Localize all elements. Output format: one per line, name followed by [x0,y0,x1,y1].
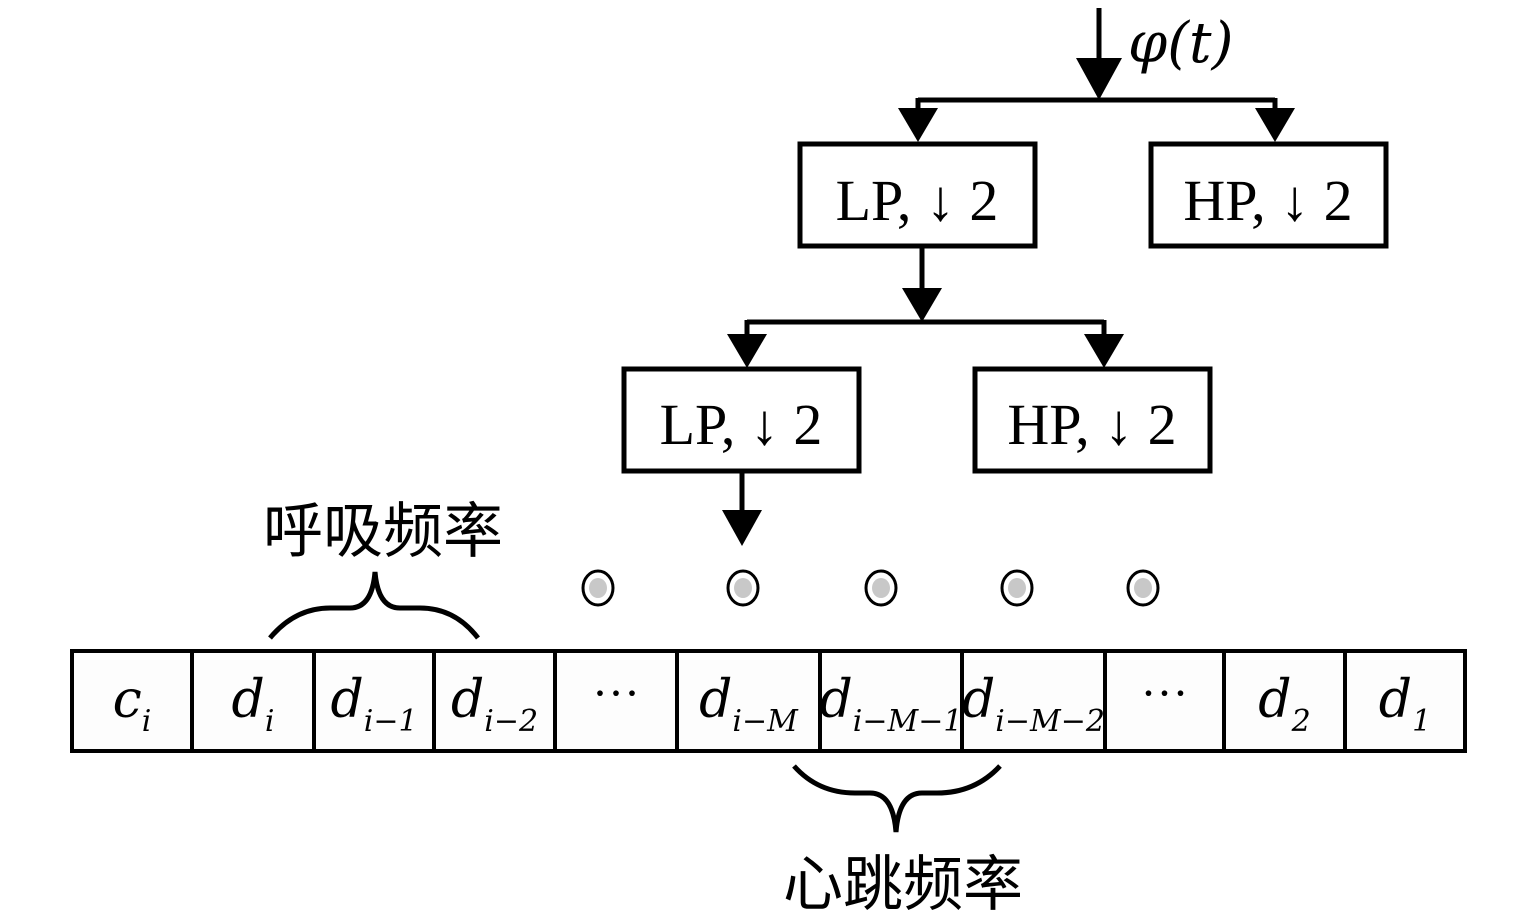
coefficient-label: di−M−1 [820,670,963,739]
coefficient-label: ··· [1141,667,1189,720]
continuation-dot [1000,569,1034,607]
coefficient-subscript: i−M [732,704,799,739]
svg-text:HP, ↓ 2: HP, ↓ 2 [1007,392,1176,457]
coefficient-subscript: i [265,704,275,739]
coefficient-label: d1 [1379,670,1431,739]
filter-name: LP [836,168,901,233]
coefficient-label: di−1 [330,670,417,739]
filter-name: HP [1183,168,1255,233]
coefficient-label: ci [113,670,152,739]
coefficient-base: d [330,670,363,730]
coefficient-cell: ··· [553,649,679,753]
filter-name: HP [1007,392,1079,457]
coefficient-base: d [699,670,732,730]
coefficient-cell: d1 [1343,649,1467,753]
coefficient-base: d [1258,670,1291,730]
coefficient-cell: ··· [1103,649,1226,753]
coefficient-subscript: i [142,704,152,739]
cell-border [1343,649,1467,753]
coefficient-cell: di−M−2 [960,649,1107,753]
coefficient-base: d [820,670,853,730]
continuation-dot [581,569,615,607]
coefficient-subscript: i−1 [364,704,418,739]
cell-border [1222,649,1347,753]
svg-text:LP, ↓ 2: LP, ↓ 2 [660,392,823,457]
coefficient-cell: ci [70,649,194,753]
coefficient-base: d [232,670,265,730]
coefficient-subscript: i−M−1 [853,704,963,739]
continuation-dot [1126,569,1160,607]
filter-name: LP [660,392,725,457]
coefficient-subscript: i−2 [484,704,538,739]
continuation-dot [864,569,898,607]
coefficient-label: di−M−2 [962,670,1105,739]
coefficient-base: d [962,670,995,730]
downsample-label: , ↓ 2 [1251,168,1353,233]
coefficient-base: c [113,670,142,730]
coefficient-label: ··· [592,667,640,720]
cell-border [960,649,1107,753]
coefficient-label: di−2 [451,670,538,739]
coefficient-cell: di−M−1 [818,649,964,753]
level1-lowpass-block: LP, ↓ 2 [797,141,1038,249]
level2-output-arrow [722,471,762,546]
coefficient-label: d2 [1258,670,1310,739]
coefficient-label: di [232,670,275,739]
level2-split-connector [727,246,1124,368]
coefficient-cell: di [190,649,316,753]
coefficient-cell: di−1 [312,649,436,753]
downsample-label: , ↓ 2 [897,168,999,233]
coefficient-subscript: 2 [1291,704,1311,739]
coefficient-cell: di−2 [432,649,557,753]
respiration-frequency-label: 呼吸频率 [263,497,503,567]
level1-highpass-block: HP, ↓ 2 [1148,141,1389,249]
level1-split-connector [898,97,1295,142]
coefficient-base: d [451,670,484,730]
continuation-dot [726,569,760,607]
coefficient-subscript: i−M−2 [995,704,1105,739]
cell-border [675,649,822,753]
level2-highpass-block: HP, ↓ 2 [972,366,1213,474]
downsample-label: , ↓ 2 [1075,392,1177,457]
input-signal-label: φ(t) [1128,11,1233,76]
coefficient-label: di−M [699,670,799,739]
coefficient-cell: di−M [675,649,822,753]
heartbeat-brace [792,764,1002,833]
coefficient-subscript: 1 [1412,704,1431,739]
respiration-brace [268,571,480,640]
continuation-dots [581,569,1160,607]
input-arrow [1076,8,1122,100]
coefficient-base: d [1379,670,1412,730]
cell-border [190,649,316,753]
coefficient-cell: d2 [1222,649,1347,753]
cell-border [432,649,557,753]
level2-lowpass-block: LP, ↓ 2 [621,366,862,474]
cell-border [1103,649,1226,753]
svg-text:HP, ↓ 2: HP, ↓ 2 [1183,168,1352,233]
heartbeat-frequency-label: 心跳频率 [783,850,1023,920]
cell-border [553,649,679,753]
svg-text:LP, ↓ 2: LP, ↓ 2 [836,168,999,233]
downsample-label: , ↓ 2 [721,392,823,457]
